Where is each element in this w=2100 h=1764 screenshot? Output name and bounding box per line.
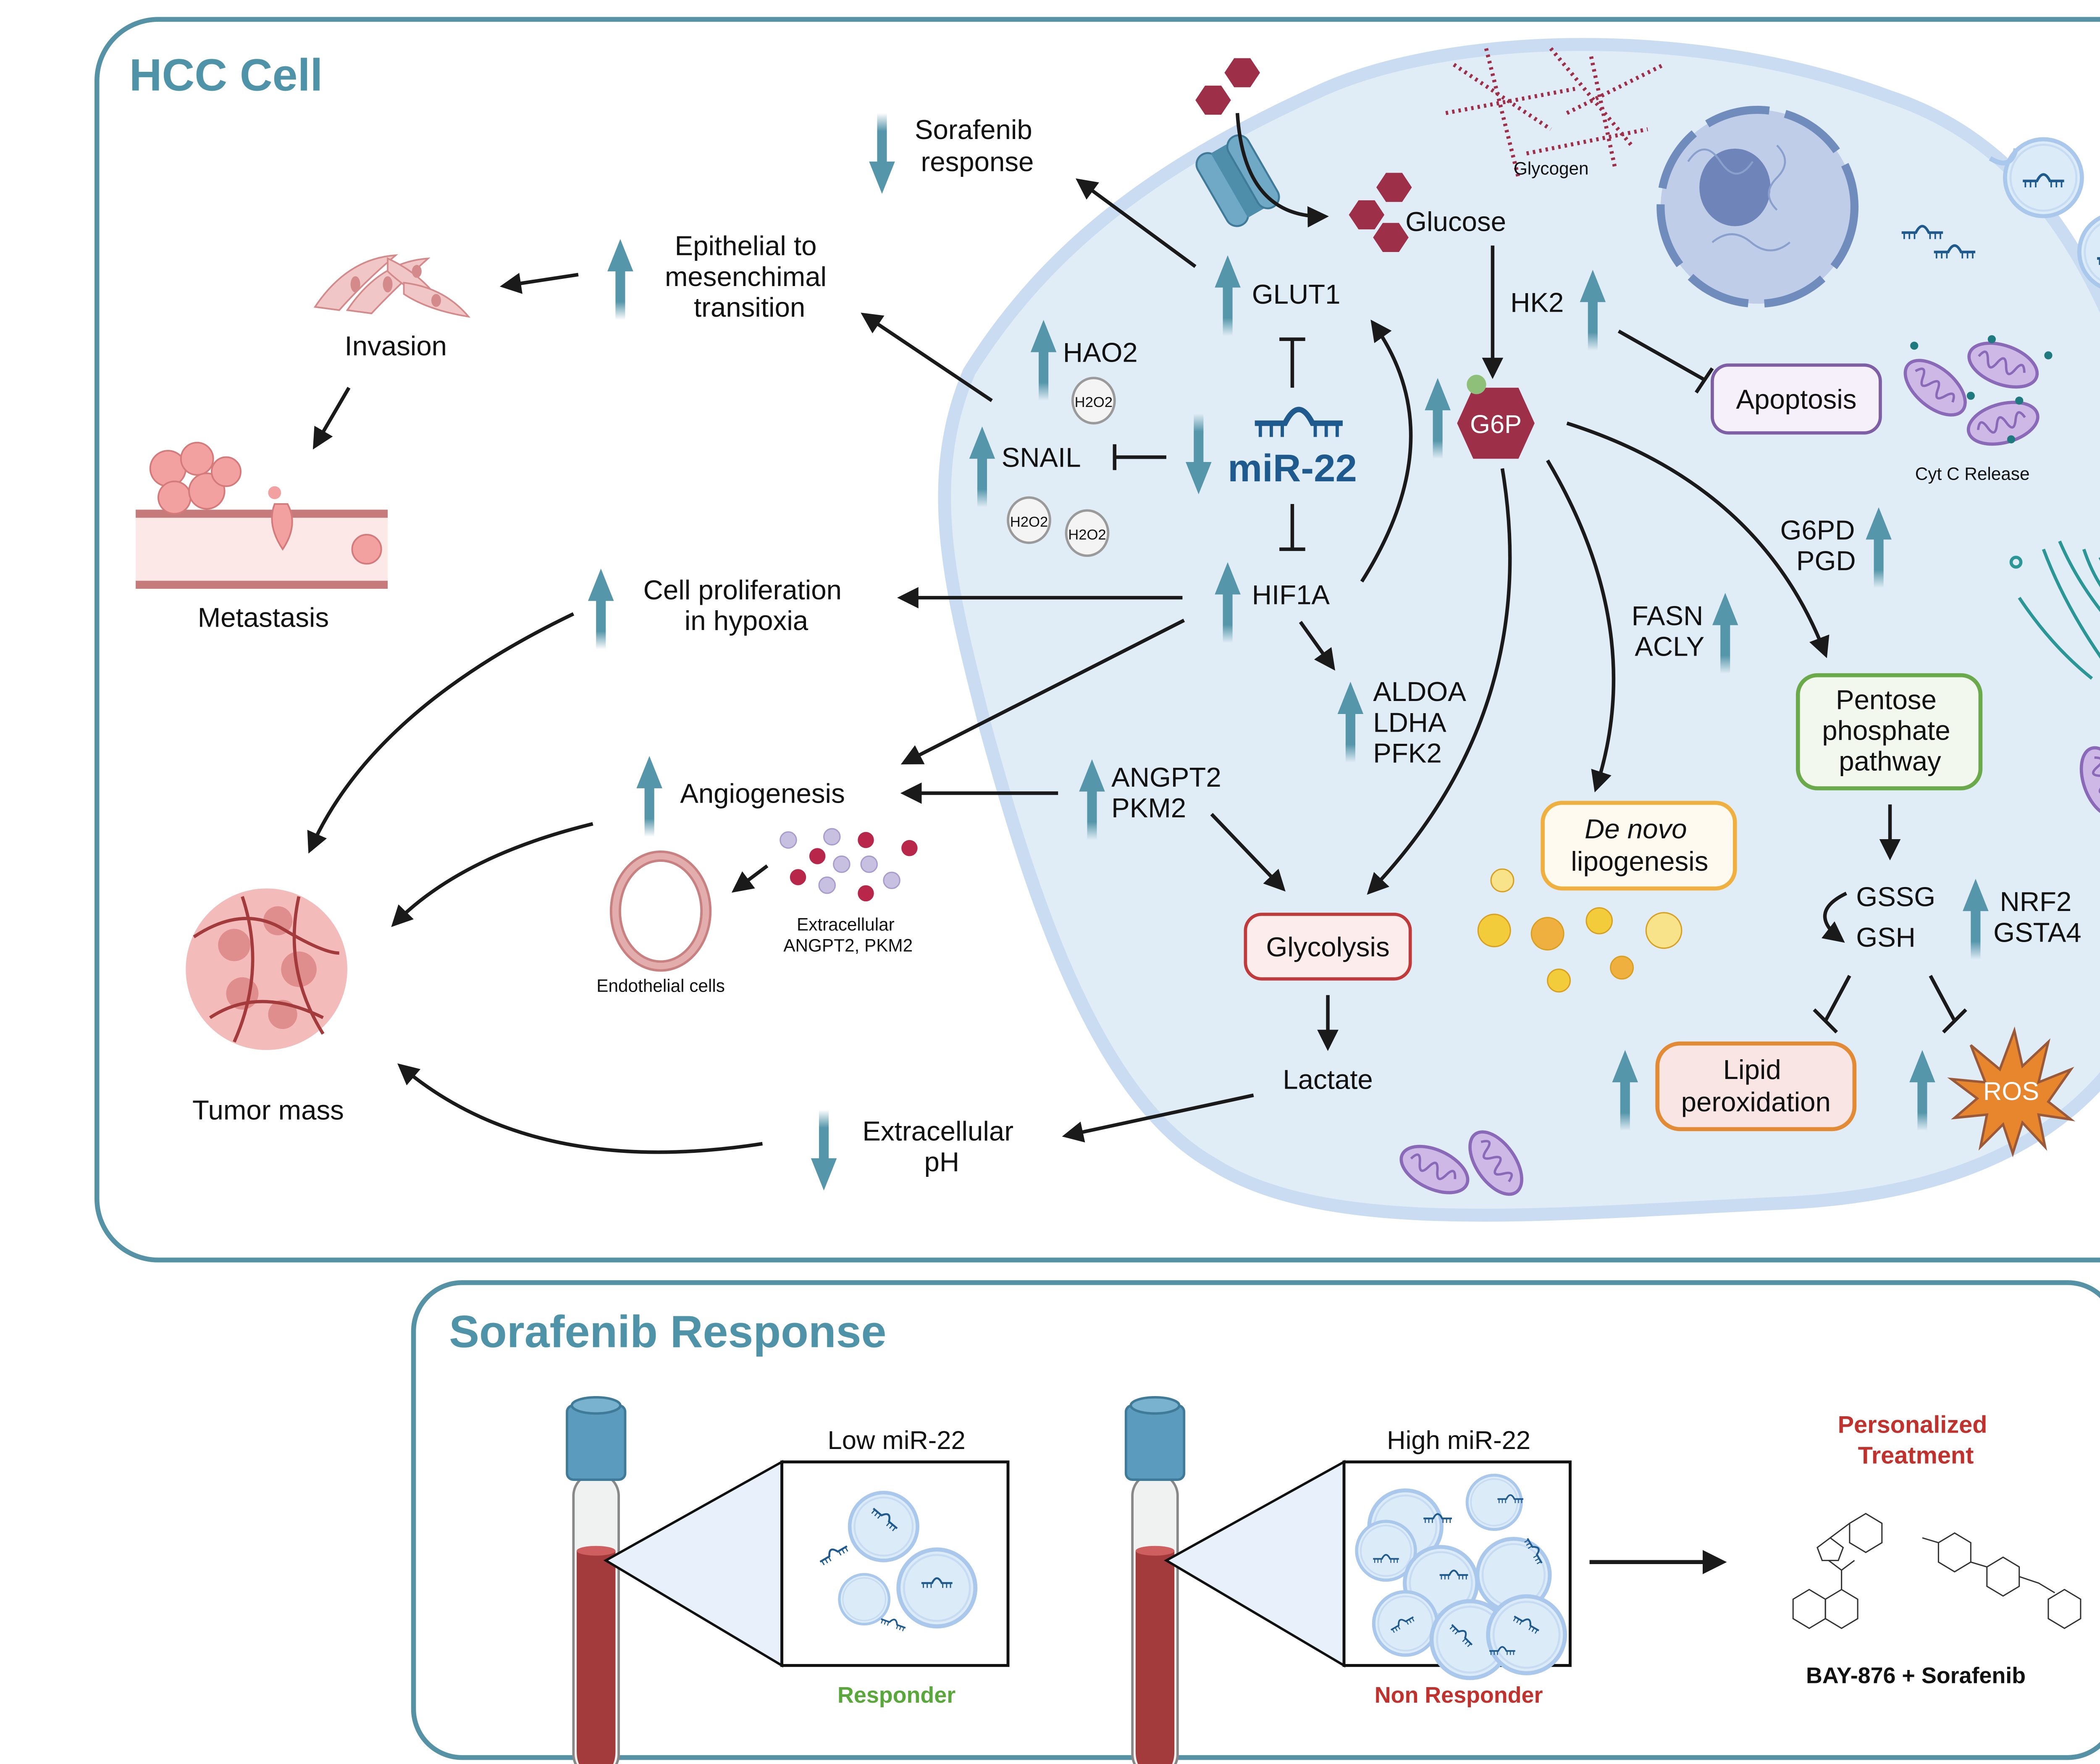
phosphate-icon	[1467, 375, 1486, 394]
sorafenib-structure-icon	[1922, 1532, 2082, 1629]
metastasis-icon	[136, 441, 388, 589]
lipid-droplets-icon	[1477, 868, 1683, 993]
personalized-treatment-label: Personalized Treatment	[1838, 1412, 1994, 1469]
sorafenib-response-label: Sorafenib response	[915, 114, 1040, 177]
lactate-label: Lactate	[1283, 1064, 1373, 1095]
ppp-box	[1796, 673, 1983, 790]
emt-to-invasion-arrow	[499, 273, 579, 294]
svg-text:H2O2: H2O2	[1010, 514, 1048, 530]
g6p-to-ppp-arrow	[1566, 421, 1830, 659]
glucose-uptake-arrow	[1235, 113, 1329, 228]
glucose-label: Glucose	[1405, 206, 1506, 237]
svg-text:H2O2: H2O2	[1075, 394, 1113, 410]
g6p-to-lipogenesis-arrow	[1546, 459, 1616, 793]
lipid-peroxidation-box	[1655, 1041, 1857, 1131]
lipogenesis-label: De novo lipogenesis	[1571, 814, 1708, 877]
invasion-label: Invasion	[345, 331, 447, 361]
endothelial-vessel-icon	[609, 850, 712, 972]
drug-combination-label: BAY-876 + Sorafenib	[1806, 1663, 2026, 1688]
cell-proliferation-label: Cell proliferation in hypoxia	[643, 575, 850, 636]
lipogenic-enzymes-label: FASN ACLY	[1632, 600, 1711, 662]
extracellular-proteins-icon	[780, 828, 918, 902]
endothelial-cells-label: Endothelial cells	[596, 976, 725, 996]
nrf2-gsta4-label: NRF2 GSTA4	[1993, 886, 2082, 948]
glut1-to-sorafenib-arrow	[1076, 178, 1197, 268]
ppp-label: Pentose phosphate pathway	[1822, 684, 1958, 776]
lipid-peroxidation-label: Lipid peroxidation	[1681, 1054, 1831, 1117]
hk2-label: HK2	[1510, 287, 1564, 318]
gssg-label: GSSG	[1856, 882, 1935, 912]
gsh-inhibits-lipidperox	[1813, 975, 1851, 1034]
golgi-icon	[2009, 540, 2100, 680]
mir22-inhibits-glut1	[1279, 337, 1305, 388]
gsh-inhibits-ros	[1929, 975, 1967, 1034]
glycogen-label: Glycogen	[1514, 158, 1589, 178]
g6p-hexagon	[1457, 388, 1535, 459]
tumor-mass-label: Tumor mass	[192, 1095, 344, 1125]
sorafenib-panel-title: Sorafenib Response	[449, 1307, 886, 1357]
ros-burst-icon	[1947, 1026, 2076, 1158]
ros-label: ROS	[1983, 1077, 2039, 1106]
h2o2-molecule-icon: H2O2	[1008, 498, 1050, 543]
hif1a-to-glut1-arrow	[1360, 319, 1413, 583]
hepatocyte-cell	[938, 38, 2100, 1222]
apoptosis-box	[1711, 363, 1882, 435]
angiogenesis-label: Angiogenesis	[680, 778, 845, 809]
angpt2-pkm2-label: ANGPT2 PKM2	[1111, 762, 1229, 823]
svg-text:H2O2: H2O2	[1068, 527, 1106, 543]
blood-tube-non-responder-icon	[1126, 1397, 1184, 1764]
gssg-to-gsh-arrow	[1821, 892, 1847, 943]
h2o2-molecule-icon: H2O2	[1073, 378, 1115, 423]
glut1-transporter-icon	[1195, 134, 1280, 227]
low-mir22-inset	[780, 1460, 1010, 1667]
mitochondria-cytc-icon	[1895, 335, 2053, 451]
glucose-molecules-icon	[1195, 58, 1412, 252]
non-responder-label: Non Responder	[1375, 1683, 1543, 1708]
glycolysis-label: Glycolysis	[1266, 932, 1389, 962]
glut1-label: GLUT1	[1252, 279, 1341, 310]
high-mir22-label: High miR-22	[1387, 1426, 1530, 1455]
bay876-structure-icon	[1792, 1513, 1883, 1629]
ppp-enzymes-label: G6PD PGD	[1780, 515, 1862, 576]
pkm2-to-glycolysis-arrow	[1210, 813, 1286, 892]
lipogenesis-box	[1541, 801, 1737, 891]
h2o2-molecule-icon: H2O2	[1066, 510, 1108, 556]
emt-label: Epithelial to mesenchimal transition	[665, 231, 834, 323]
hif1a-to-aldoa-arrow	[1299, 621, 1335, 671]
blood-tube-responder-icon	[567, 1397, 625, 1764]
invasion-to-metastasis-arrow	[312, 386, 351, 450]
g6p-label: G6P	[1470, 410, 1522, 439]
factors-to-endothelial-arrow	[731, 864, 769, 893]
metastasis-label: Metastasis	[198, 602, 329, 633]
gsh-label: GSH	[1856, 922, 1916, 953]
angiogenesis-to-tumor-arrow	[391, 822, 593, 927]
ph-to-tumor-arrow	[397, 1063, 763, 1154]
low-mir22-label: Low miR-22	[828, 1426, 966, 1455]
proliferation-to-tumor-arrow	[307, 612, 575, 854]
invading-cells-icon	[313, 254, 471, 318]
mir22-inhibits-hif1a	[1279, 504, 1305, 551]
g6p-to-glycolysis-arrow	[1367, 468, 1512, 895]
extracellular-ph-label: Extracellular pH	[862, 1116, 1021, 1177]
nucleus-icon	[1656, 105, 1858, 308]
hcc-panel-title: HCC Cell	[129, 50, 323, 100]
snail-label: SNAIL	[1002, 442, 1081, 473]
hao2-label: HAO2	[1063, 337, 1138, 368]
lactate-to-ph-arrow	[1062, 1093, 1254, 1143]
responder-label: Responder	[837, 1683, 956, 1708]
apoptosis-label: Apoptosis	[1736, 384, 1856, 415]
glycolysis-box	[1244, 913, 1412, 981]
extracellular-vesicles-icon	[1989, 139, 2100, 291]
hk2-inhibits-apoptosis	[1617, 329, 1714, 394]
glycogen-icon	[1445, 47, 1665, 178]
mir22-label: miR-22	[1228, 446, 1357, 490]
hif1a-label: HIF1A	[1252, 579, 1330, 610]
cytc-release-label: Cyt C Release	[1915, 464, 2030, 483]
snail-to-emt-arrow	[861, 312, 993, 402]
extracellular-factors-label: Extracellular ANGPT2, PKM2	[783, 914, 913, 955]
tumor-mass-icon	[186, 888, 347, 1050]
hif1a-to-angiogenesis-arrow	[900, 619, 1185, 764]
mir22-inhibits-snail	[1113, 444, 1166, 470]
glycolytic-enzymes-label: ALDOA LDHA PFK2	[1373, 676, 1474, 768]
